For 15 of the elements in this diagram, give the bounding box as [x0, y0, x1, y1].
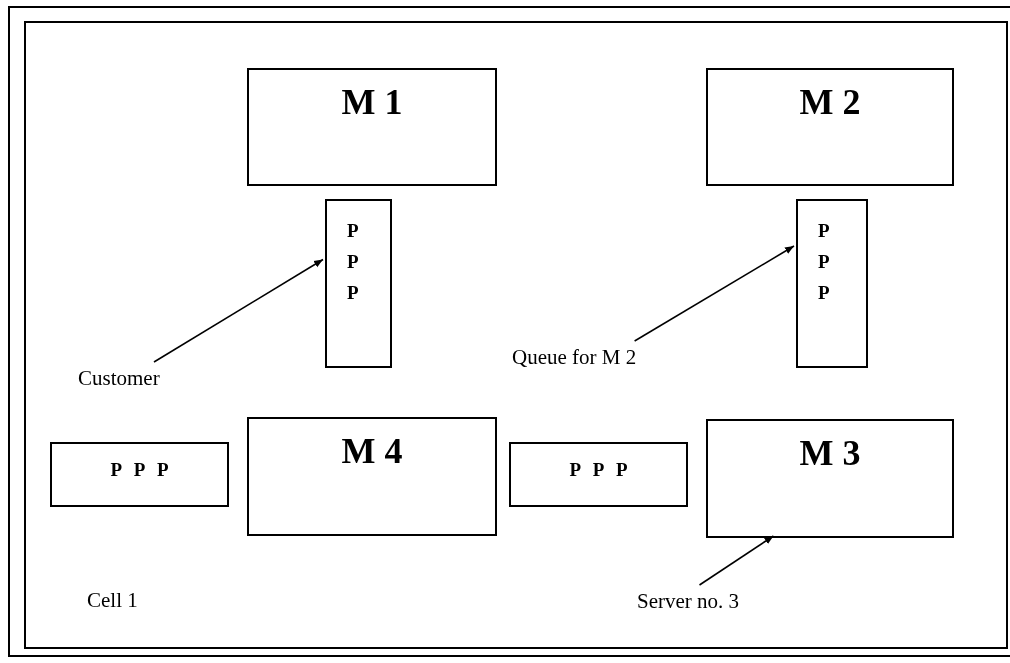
queue-box: P P P	[325, 199, 392, 368]
queue-box: P P P	[796, 199, 868, 368]
callout-text: Server no. 3	[637, 587, 787, 615]
leader-line	[153, 258, 324, 363]
queue-box: P P P	[509, 442, 688, 507]
callout-text: Customer	[78, 364, 208, 392]
queue-box: P P P	[50, 442, 229, 507]
cell-label: Cell 1	[87, 590, 138, 611]
machine-box: M 2	[706, 68, 954, 186]
callout-text: Queue for M 2	[512, 343, 698, 371]
leader-line	[633, 245, 795, 342]
machine-box: M 4	[247, 417, 497, 536]
machine-box: M 3	[706, 419, 954, 538]
machine-box: M 1	[247, 68, 497, 186]
leader-line	[698, 535, 775, 586]
